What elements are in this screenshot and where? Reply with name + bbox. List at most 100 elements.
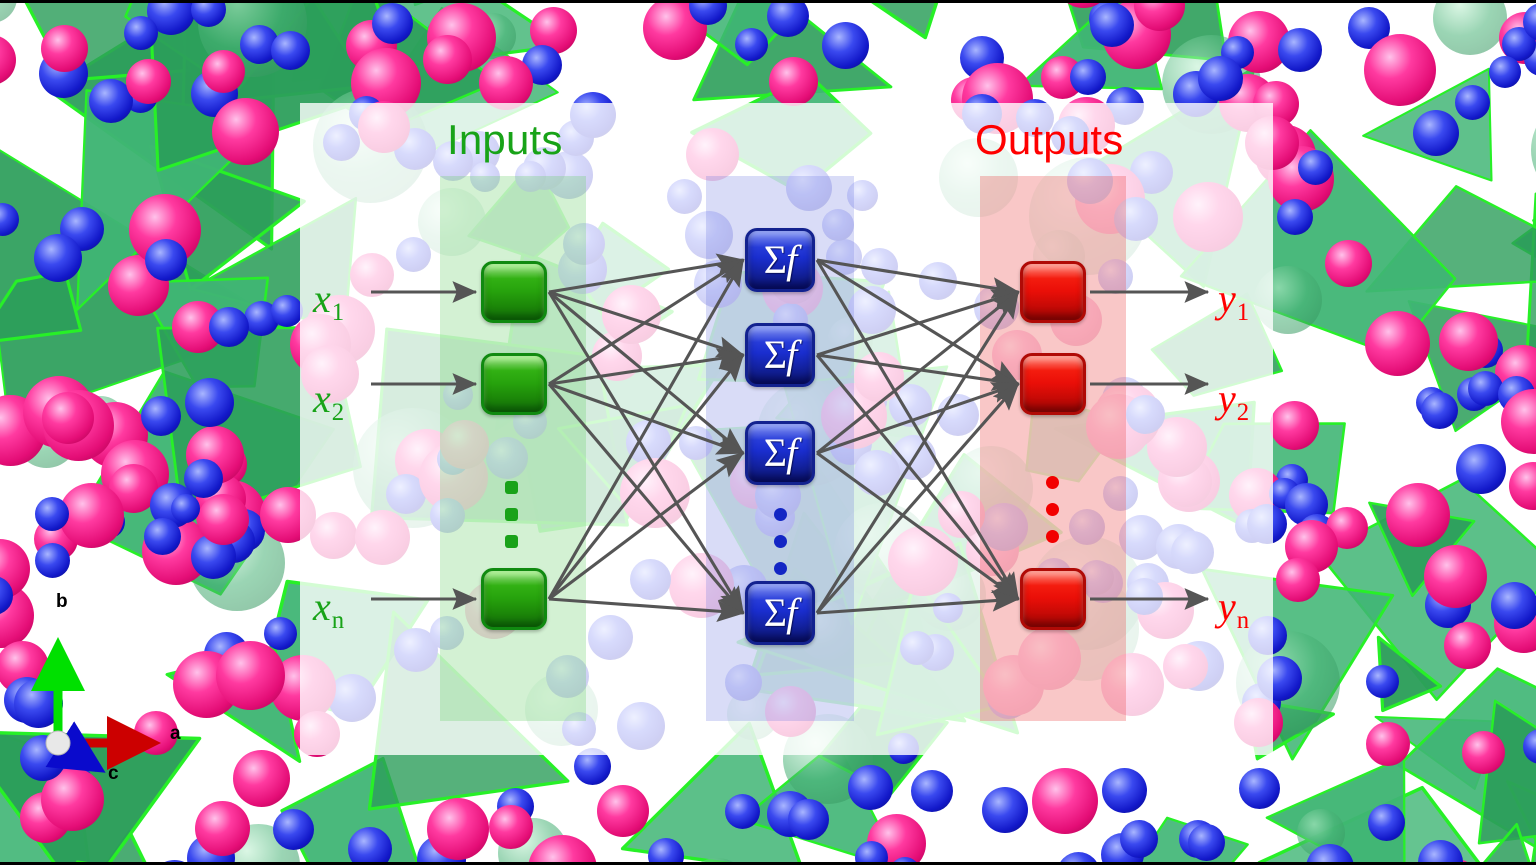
input-label-xn: xn — [313, 584, 345, 634]
crystal-atom — [1413, 110, 1459, 156]
crystal-atom — [145, 239, 187, 281]
crystal-atom — [1462, 731, 1505, 774]
crystal-atom — [348, 827, 392, 862]
crystal-atom — [574, 748, 611, 785]
output-node-n[interactable] — [1020, 568, 1086, 630]
crystal-atom — [0, 576, 13, 615]
crystal-atom — [686, 128, 739, 181]
crystal-atom — [35, 543, 70, 578]
crystal-atom — [725, 794, 760, 829]
crystal-atom — [630, 559, 671, 600]
crystal-atom — [271, 295, 303, 327]
crystal-axes-widget: b a c — [0, 563, 230, 813]
crystal-atom — [35, 497, 69, 531]
output-node-1[interactable] — [1020, 261, 1086, 323]
sigma-f-glyph: Σf — [763, 332, 797, 377]
crystal-atom — [1298, 150, 1333, 185]
crystal-atom — [588, 615, 633, 660]
output-label-y1: y1 — [1218, 276, 1250, 326]
crystal-atom — [264, 617, 297, 650]
crystal-atom — [1489, 56, 1521, 88]
crystal-atom — [427, 798, 489, 860]
crystal-atom — [602, 285, 661, 344]
crystal-atom — [689, 3, 727, 25]
crystal-atom — [667, 179, 702, 214]
crystal-atom — [822, 22, 869, 69]
crystal-atom — [171, 494, 200, 523]
sigma-f-glyph: Σf — [763, 237, 797, 282]
crystal-atom — [1102, 768, 1147, 813]
crystal-atom — [355, 510, 410, 565]
crystal-atom — [1239, 768, 1280, 809]
crystal-atom — [42, 392, 94, 444]
crystal-atom — [1032, 768, 1098, 834]
crystal-atom — [1468, 371, 1503, 406]
crystal-atom — [1278, 28, 1322, 72]
crystal-atom — [1306, 844, 1354, 862]
crystal-atom — [1247, 504, 1287, 544]
hidden-node-2[interactable]: Σf — [745, 323, 815, 387]
crystal-atom — [1198, 56, 1243, 101]
hidden-node-3[interactable]: Σf — [745, 421, 815, 485]
hidden-node-1[interactable]: Σf — [745, 228, 815, 292]
crystal-atom — [938, 491, 985, 538]
output-node-2[interactable] — [1020, 353, 1086, 415]
hidden-node-n[interactable]: Σf — [745, 581, 815, 645]
crystal-atom — [854, 352, 904, 402]
crystal-atom — [1120, 820, 1158, 858]
crystal-atom — [648, 838, 684, 862]
crystal-atom — [683, 858, 751, 862]
crystal-atom — [216, 641, 285, 710]
hidden-layer-ellipsis — [774, 508, 787, 589]
crystal-atom — [620, 458, 690, 528]
input-node-1[interactable] — [481, 261, 547, 323]
crystal-atom — [141, 396, 181, 436]
axis-label-a: a — [170, 723, 181, 744]
input-label-x2: x2 — [313, 376, 345, 426]
output-layer-panel — [980, 176, 1126, 721]
sigma-f-glyph: Σf — [763, 590, 797, 635]
crystal-atom — [617, 702, 665, 750]
crystal-atom — [126, 59, 171, 104]
crystal-atom — [855, 841, 888, 862]
crystal-atom — [1325, 240, 1372, 287]
outputs-heading: Outputs — [975, 116, 1124, 163]
crystal-atom — [848, 765, 893, 810]
crystal-atom — [1386, 483, 1450, 547]
crystal-atom — [1366, 722, 1410, 766]
crystal-atom — [1424, 545, 1487, 608]
crystal-atom — [1234, 698, 1283, 747]
sigma-f-glyph: Σf — [763, 430, 797, 475]
crystal-atom — [1418, 840, 1463, 862]
axes-arrows — [30, 637, 161, 773]
crystal-atom — [260, 487, 316, 543]
crystal-atom — [1126, 578, 1163, 615]
crystal-atom — [1070, 59, 1106, 95]
crystal-atom — [212, 98, 279, 165]
crystal-atom — [1366, 665, 1399, 698]
crystal-atom — [854, 450, 900, 496]
crystal-atom — [1276, 558, 1320, 602]
crystal-atom — [1057, 852, 1100, 862]
crystal-atom — [1163, 644, 1208, 689]
crystal-atom — [1245, 116, 1299, 170]
crystal-atom — [1171, 531, 1214, 574]
crystal-atom — [124, 16, 158, 50]
crystal-atom — [1270, 401, 1319, 450]
crystal-atom — [150, 860, 199, 862]
input-layer-panel — [440, 176, 586, 721]
inputs-heading: Inputs — [447, 116, 563, 163]
input-layer-ellipsis — [505, 481, 518, 562]
crystal-atom — [1364, 34, 1436, 106]
crystal-atom — [1365, 311, 1430, 376]
crystal-atom — [350, 253, 394, 297]
crystal-atom — [1439, 312, 1498, 371]
crystal-atom — [1421, 392, 1458, 429]
crystal-atom — [900, 631, 934, 665]
crystal-atom — [1277, 199, 1313, 235]
crystal-atom — [202, 50, 245, 93]
input-node-n[interactable] — [481, 568, 547, 630]
crystal-atom — [570, 92, 616, 138]
input-node-2[interactable] — [481, 353, 547, 415]
